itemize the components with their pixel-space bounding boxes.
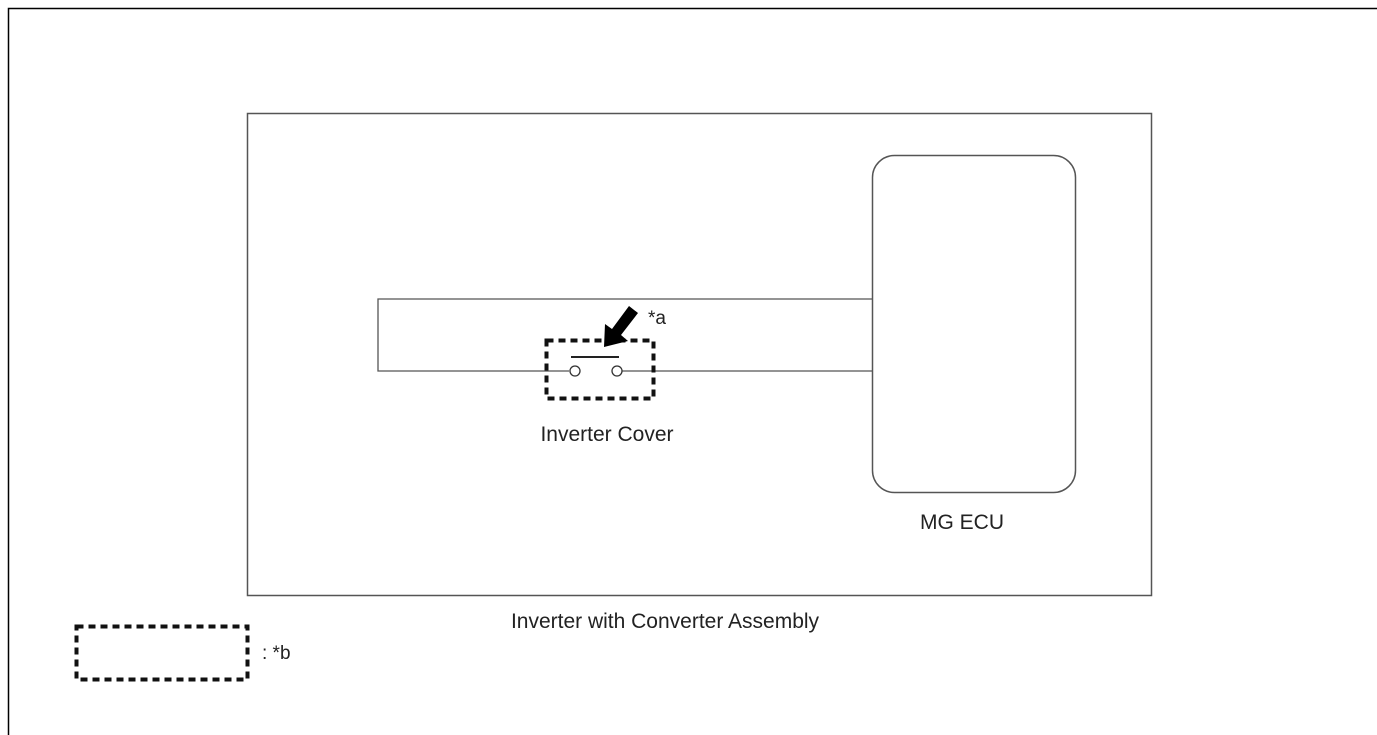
circuit-wire-loop <box>377 298 872 372</box>
callout-arrow-icon <box>604 306 638 347</box>
mg-ecu-box <box>871 154 1077 494</box>
inverter-cover-label: Inverter Cover <box>540 423 673 446</box>
inverter-assembly-box <box>246 112 1153 597</box>
page-border <box>7 7 1377 735</box>
assembly-label: Inverter with Converter Assembly <box>511 610 820 633</box>
callout-a-label: *a <box>648 308 666 329</box>
inverter-cover-highlight <box>544 338 656 401</box>
switch-terminal-left <box>569 365 581 377</box>
mg-ecu-label: MG ECU <box>920 511 1004 534</box>
legend-b-label: : *b <box>262 643 291 664</box>
interlock-switch <box>569 356 623 377</box>
legend-dotted-box <box>74 624 250 682</box>
legend: : *b <box>74 624 291 682</box>
switch-terminal-right <box>611 365 623 377</box>
